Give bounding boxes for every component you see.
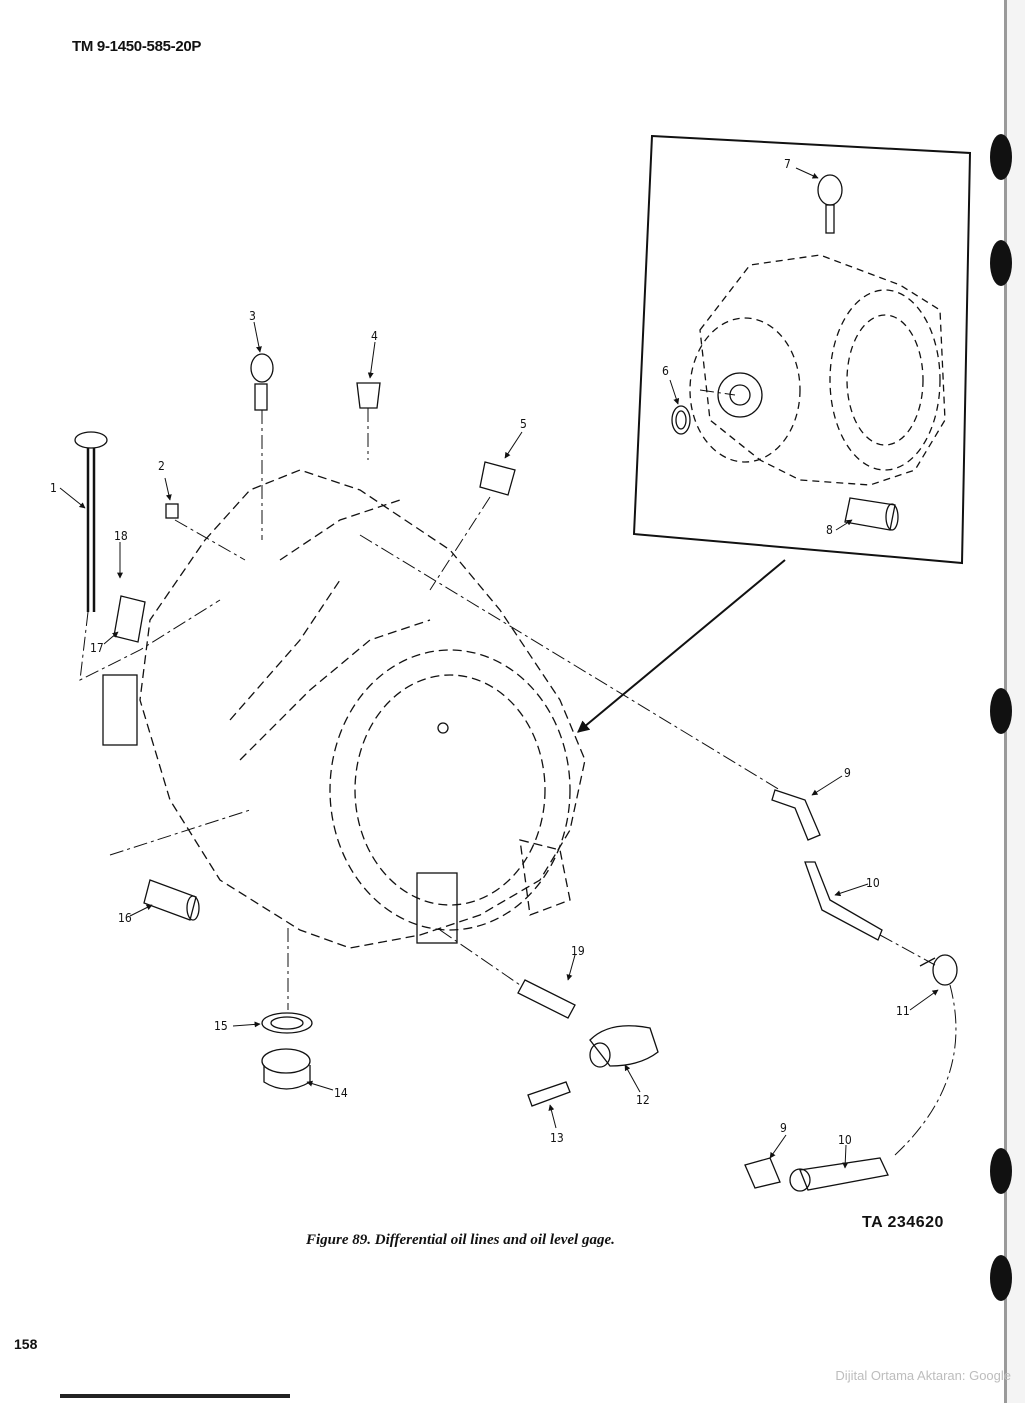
filter-element <box>479 461 516 496</box>
binder-tab <box>990 1148 1012 1194</box>
inset-frame <box>632 134 972 565</box>
callout-17: 17 <box>90 641 104 655</box>
mounting-pad <box>416 872 458 944</box>
callout-16: 16 <box>118 911 132 925</box>
pin <box>165 503 179 519</box>
oil-tube-lower <box>799 1157 889 1191</box>
page-number: 158 <box>14 1336 38 1352</box>
callout-14: 14 <box>334 1086 348 1100</box>
pipe-nipple <box>517 979 576 1019</box>
callout-8: 8 <box>826 523 833 537</box>
callout-2: 2 <box>158 459 165 473</box>
callout-15: 15 <box>214 1019 228 1033</box>
tm-header: TM 9-1450-585-20P <box>72 38 202 55</box>
callout-18: 18 <box>114 529 128 543</box>
inset-o-ring <box>671 405 691 435</box>
mounting-pad <box>102 674 138 746</box>
pipe-tee <box>589 1025 659 1067</box>
callout-6: 6 <box>662 364 669 378</box>
oil-tube <box>804 861 883 941</box>
sleeve <box>143 879 197 921</box>
binder-tab <box>990 688 1012 734</box>
binder-tab <box>990 134 1012 180</box>
plug <box>356 382 381 409</box>
binder-tab <box>990 1255 1012 1301</box>
clamp <box>932 954 958 986</box>
ta-number: TA 234620 <box>862 1214 944 1231</box>
eye-bolt <box>250 353 274 383</box>
callout-10: 10 <box>866 876 880 890</box>
watermark: Dijital Ortama Aktaran: Google <box>835 1368 1011 1383</box>
binder-tab <box>990 240 1012 286</box>
callout-12: 12 <box>636 1093 650 1107</box>
temperature-sender <box>527 1081 571 1107</box>
callout-13: 13 <box>550 1131 564 1145</box>
callout-5: 5 <box>520 417 527 431</box>
scan-bar <box>60 1394 290 1398</box>
drain-plug <box>261 1048 311 1074</box>
callout-10-lower: 10 <box>838 1133 852 1147</box>
callout-19: 19 <box>571 944 585 958</box>
main-gear-case <box>139 469 586 949</box>
callout-1: 1 <box>50 481 57 495</box>
elbow-fitting <box>771 789 821 841</box>
inset-differential-housing <box>689 254 946 486</box>
callout-7: 7 <box>784 157 791 171</box>
callout-9: 9 <box>844 766 851 780</box>
figure-caption: Figure 89. Differential oil lines and oi… <box>306 1232 615 1248</box>
callout-4: 4 <box>371 329 378 343</box>
callout-9-lower: 9 <box>780 1121 787 1135</box>
screen <box>113 595 146 643</box>
inset-eye-bolt <box>817 174 843 206</box>
page-edge-strip <box>1007 0 1025 1403</box>
callout-11: 11 <box>896 1004 910 1018</box>
callout-3: 3 <box>249 309 256 323</box>
elbow-fitting-lower <box>744 1157 781 1189</box>
inset-flange <box>717 372 763 418</box>
gasket <box>261 1012 313 1034</box>
